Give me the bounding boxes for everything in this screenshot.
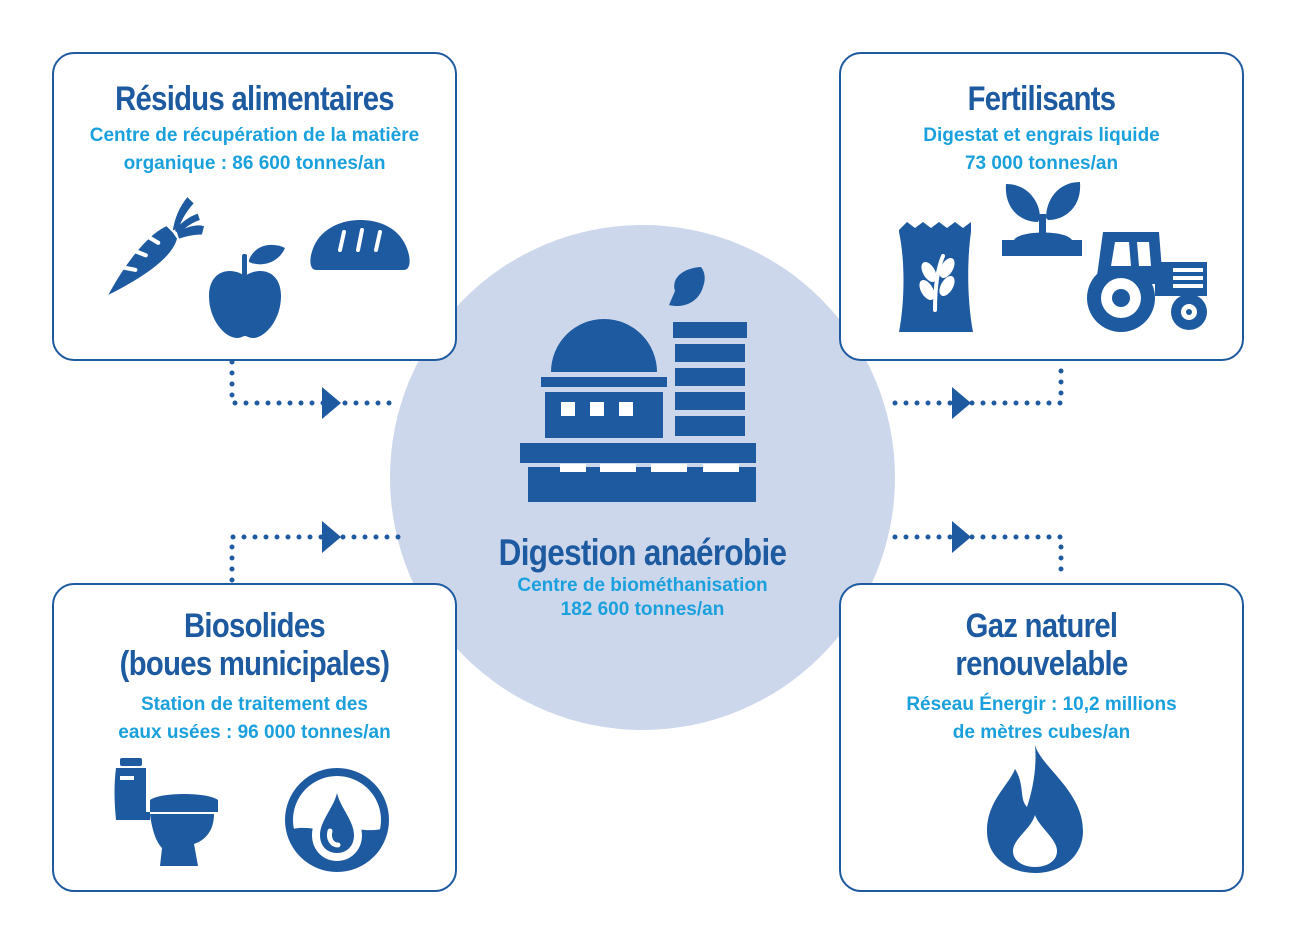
sprout-icon: [1002, 182, 1082, 256]
arrowhead-natural-gas: [952, 521, 971, 553]
hub-subtitle: Centre de biométhanisation 182 600 tonne…: [390, 574, 895, 622]
connector-biosolids: [229, 534, 403, 583]
arrowhead-fertilizers: [952, 387, 971, 419]
tractor-icon: [1087, 232, 1207, 332]
card-title-line: Fertilisants: [967, 80, 1116, 118]
apple-icon: [209, 244, 285, 338]
arrowhead-biosolids: [322, 521, 341, 553]
card-subtitle-line: 73 000 tonnes/an: [964, 153, 1119, 174]
toilet-icon: [114, 758, 218, 866]
fertilizer-bag-icon: [899, 222, 973, 332]
hub-subtitle-line-2: 182 600 tonnes/an: [560, 599, 725, 620]
card-subtitle: Réseau Énergir : 10,2 millions de mètres…: [841, 691, 1242, 747]
card-subtitle-line: Station de traitement des: [141, 694, 368, 715]
arrowhead-food-waste: [322, 387, 341, 419]
card-subtitle: Station de traitement des eaux usées : 9…: [54, 691, 455, 747]
card-subtitle: Digestat et engrais liquide 73 000 tonne…: [841, 122, 1242, 178]
card-subtitle-line: Digestat et engrais liquide: [923, 125, 1160, 146]
carrot-icon: [108, 197, 204, 295]
card-title: Biosolides (boues municipales): [82, 607, 427, 683]
hub-subtitle-line-1: Centre de biométhanisation: [517, 575, 768, 596]
card-title: Fertilisants: [869, 80, 1214, 118]
connector-fertilizers: [892, 359, 1064, 406]
card-title-line: Résidus alimentaires: [115, 80, 394, 118]
connector-food-waste: [229, 359, 403, 406]
biosolids-card: Biosolides (boues municipales) Station d…: [52, 583, 457, 892]
card-subtitle: Centre de récupération de la matière org…: [54, 122, 455, 178]
water-drop-icon: [285, 768, 389, 872]
card-title-line: Gaz naturel: [965, 607, 1118, 645]
card-subtitle-line: Centre de récupération de la matière: [89, 125, 420, 146]
card-title: Résidus alimentaires: [82, 80, 427, 118]
bread-icon: [310, 220, 410, 270]
card-title-line: renouvelable: [955, 645, 1128, 683]
card-subtitle-line: de mètres cubes/an: [952, 722, 1131, 743]
card-subtitle-line: organique : 86 600 tonnes/an: [123, 153, 386, 174]
connector-natural-gas: [892, 534, 1064, 583]
card-subtitle-line: Réseau Énergir : 10,2 millions: [906, 694, 1177, 715]
card-title-line: Biosolides: [184, 607, 326, 645]
flame-icon: [987, 745, 1083, 873]
biomethanization-plant-icon: [520, 267, 756, 502]
card-title: Gaz naturel renouvelable: [869, 607, 1214, 683]
hub-title: Digestion anaérobie: [498, 532, 787, 573]
food-waste-card: Résidus alimentaires Centre de récupérat…: [52, 52, 457, 361]
card-subtitle-line: eaux usées : 96 000 tonnes/an: [118, 722, 391, 743]
card-title-line: (boues municipales): [119, 645, 390, 683]
